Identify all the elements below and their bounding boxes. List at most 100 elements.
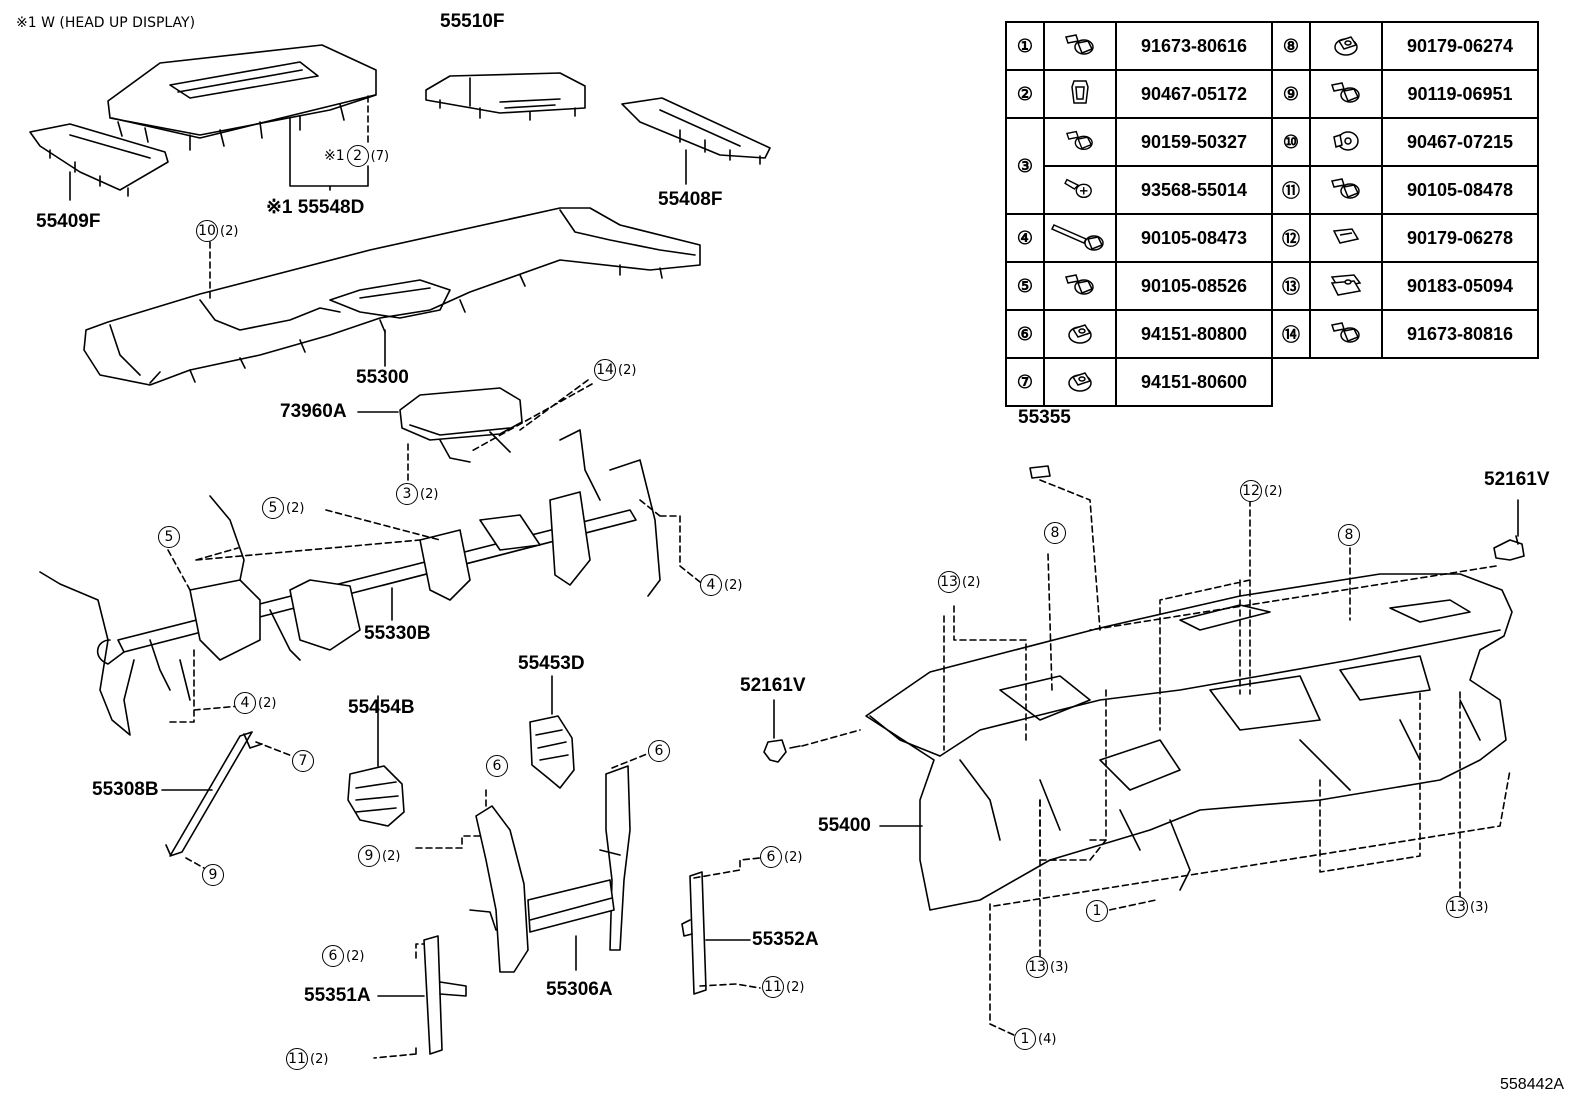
legend-part-number[interactable]: 90105-08473	[1115, 213, 1273, 263]
part-label-55330b[interactable]: 55330B	[364, 623, 431, 644]
clip-nut-icon	[1309, 213, 1383, 263]
legend-row: ① 91673-80616 ⑧ 90179-06274	[1005, 21, 1539, 71]
legend-part-number[interactable]: 90159-50327	[1115, 117, 1273, 167]
callout-item-3[interactable]: 3 (2)	[396, 483, 438, 505]
garnish-55409f-drawing	[29, 123, 169, 197]
legend-part-number[interactable]: 91673-80616	[1115, 21, 1273, 71]
legend-part-number[interactable]: 94151-80800	[1115, 309, 1273, 359]
header-note: ※1 W (HEAD UP DISPLAY)	[16, 15, 196, 31]
part-label-55454b[interactable]: 55454B	[348, 697, 415, 718]
legend-row: ③ 90159-50327 ⑩ 90467-07215	[1005, 117, 1539, 215]
callout-item-13-a[interactable]: 13 (2)	[938, 571, 980, 593]
callout-qty: (2)	[724, 577, 743, 593]
callout-number: 5	[262, 497, 284, 519]
callout-item-9-single[interactable]: 9	[202, 864, 224, 886]
callout-item-14[interactable]: 14 (2)	[594, 359, 636, 381]
legend-part-number[interactable]: 90179-06278	[1381, 213, 1539, 263]
callout-number: 13	[1446, 896, 1468, 918]
part-label-73960a[interactable]: 73960A	[280, 401, 347, 422]
legend-part-number[interactable]: 90467-07215	[1381, 117, 1539, 167]
beam-55330b-drawing	[39, 429, 661, 736]
flange-bolt-icon	[1309, 69, 1383, 119]
callout-item-13-c[interactable]: 13 (3)	[1446, 896, 1488, 918]
part-label-52161v-left[interactable]: 52161V	[740, 675, 806, 696]
callout-prefix: ※1	[324, 148, 345, 164]
part-label-55409f[interactable]: 55409F	[36, 211, 101, 232]
callout-item-6-b[interactable]: 6	[648, 740, 670, 762]
flange-bolt-icon	[1309, 309, 1383, 359]
callout-item-8-b[interactable]: 8	[1338, 524, 1360, 546]
legend-index: ⑩	[1271, 117, 1311, 167]
part-label-55355[interactable]: 55355	[1018, 407, 1071, 428]
legend-part-number[interactable]: 90105-08526	[1115, 261, 1273, 311]
legend-row: ⑦ 94151-80600	[1005, 357, 1538, 407]
callout-item-13-b[interactable]: 13 (3)	[1026, 956, 1068, 978]
legend-part-number[interactable]: 93568-55014	[1115, 165, 1273, 215]
legend-index: ⑦	[1005, 357, 1045, 407]
callout-qty: (2)	[310, 1051, 329, 1067]
callout-number: 4	[234, 692, 256, 714]
callout-number: 3	[396, 483, 418, 505]
cover-55510f-drawing	[425, 72, 586, 121]
part-label-55510f[interactable]: 55510F	[440, 11, 505, 32]
legend-index: ⑧	[1271, 21, 1311, 71]
legend-row: ② 90467-05172 ⑨ 90119-06951	[1005, 69, 1539, 119]
legend-part-number[interactable]: 94151-80600	[1115, 357, 1273, 407]
callout-number: 10	[196, 220, 218, 242]
callout-item-10[interactable]: 10 (2)	[196, 220, 238, 242]
part-label-52161v-right[interactable]: 52161V	[1484, 469, 1550, 490]
legend-index: ⑤	[1005, 261, 1045, 311]
panel-55300-drawing	[83, 207, 701, 386]
part-label-55351a[interactable]: 55351A	[304, 985, 371, 1006]
clip-52161v-right-drawing	[1493, 535, 1525, 561]
part-label-55308b[interactable]: 55308B	[92, 779, 159, 800]
fastener-legend-table: ① 91673-80616 ⑧ 90179-06274 ② 90467-0517…	[1005, 21, 1539, 407]
part-label-55453d[interactable]: 55453D	[518, 653, 585, 674]
callout-number: 13	[938, 571, 960, 593]
legend-part-number[interactable]: 90183-05094	[1381, 261, 1539, 311]
callout-qty: (2)	[786, 979, 805, 995]
part-label-55352a[interactable]: 55352A	[752, 929, 819, 950]
flange-bolt-icon	[1043, 21, 1117, 71]
clip-icon	[1043, 69, 1117, 119]
callout-number: 6	[322, 945, 344, 967]
duct-55453d-drawing	[529, 715, 575, 789]
dashed-leader-lines	[167, 95, 1511, 1059]
bracket-55352a-drawing	[681, 871, 707, 995]
callout-item-7[interactable]: 7	[292, 750, 314, 772]
callout-item-8-a[interactable]: 8	[1044, 522, 1066, 544]
callout-item-6-a[interactable]: 6	[486, 755, 508, 777]
callout-item-11-right[interactable]: 11 (2)	[762, 976, 804, 998]
legend-part-number[interactable]: 90467-05172	[1115, 69, 1273, 119]
legend-part-number[interactable]: 90179-06274	[1381, 21, 1539, 71]
garnish-55408f-drawing	[621, 97, 771, 165]
u-nut-icon	[1309, 261, 1383, 311]
part-label-55400[interactable]: 55400	[818, 815, 871, 836]
part-label-55408f[interactable]: 55408F	[658, 189, 723, 210]
callout-item-4-right[interactable]: 4 (2)	[700, 574, 742, 596]
legend-part-number[interactable]: 90119-06951	[1381, 69, 1539, 119]
legend-part-number[interactable]: 91673-80816	[1381, 309, 1539, 359]
flange-nut-icon	[1043, 309, 1117, 359]
part-label-55300[interactable]: 55300	[356, 367, 409, 388]
callout-item-9[interactable]: 9 (2)	[358, 845, 400, 867]
callout-item-5-single[interactable]: 5	[158, 526, 180, 548]
callout-item-1-b[interactable]: 1 (4)	[1014, 1028, 1056, 1050]
figure-id: 558442A	[1500, 1076, 1565, 1093]
callout-item-12[interactable]: 12 (2)	[1240, 480, 1282, 502]
callout-item-6-c[interactable]: 6 (2)	[322, 945, 364, 967]
part-label-55306a[interactable]: 55306A	[546, 979, 613, 1000]
panel-55400-drawing	[865, 573, 1513, 911]
callout-number: 9	[358, 845, 380, 867]
push-clip-icon	[1309, 117, 1383, 167]
legend-part-number[interactable]: 90105-08478	[1381, 165, 1539, 215]
legend-row: ④ 90105-08473 ⑫ 90179-06278	[1005, 213, 1539, 263]
callout-item-5[interactable]: 5 (2)	[262, 497, 304, 519]
callout-item-6-d[interactable]: 6 (2)	[760, 846, 802, 868]
callout-item-1-a[interactable]: 1	[1086, 900, 1108, 922]
callout-item-4-left[interactable]: 4 (2)	[234, 692, 276, 714]
callout-item-11-left[interactable]: 11 (2)	[286, 1048, 328, 1070]
callout-item-2[interactable]: ※1 2 (7)	[322, 145, 389, 167]
part-label-55548d[interactable]: ※1 55548D	[266, 197, 365, 218]
callout-qty: (3)	[1050, 959, 1069, 975]
